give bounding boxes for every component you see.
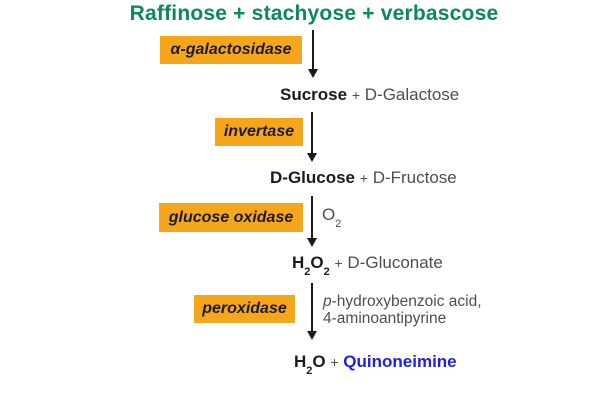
enzyme-box-glucose-oxidase: glucose oxidase	[159, 203, 303, 232]
plus-sign: +	[351, 87, 361, 103]
compound-h2o2: H2O2	[292, 253, 330, 279]
compound-d-glucose: D-Glucose	[270, 168, 356, 187]
enzyme-box-peroxidase: peroxidase	[194, 295, 295, 323]
enzyme-box-invertase: invertase	[215, 118, 303, 146]
compound-row-h2o: H2O + Quinoneimine	[294, 352, 457, 378]
enzyme-label-peroxidase: peroxidase	[202, 300, 287, 317]
compound-h2o: H2O	[294, 352, 326, 378]
compound-row-h2o2: H2O2 + D-Gluconate	[292, 253, 443, 279]
down-arrow-icon	[311, 112, 313, 154]
down-arrow-icon	[311, 283, 313, 332]
compound-quinoneimine: Quinoneimine	[343, 352, 457, 371]
compound-row-d-glucose: D-Glucose + D-Fructose	[270, 168, 457, 188]
pathway-title: Raffinose + stachyose + verbascose	[129, 2, 499, 25]
enzyme-box-alpha-galactosidase: α-galactosidase	[160, 36, 302, 64]
enzyme-label-alpha-galactosidase: α-galactosidase	[170, 41, 292, 58]
compound-d-fructose: D-Fructose	[372, 168, 457, 187]
down-arrow-icon	[312, 30, 314, 70]
cosubstrate-label-o2: O2	[322, 205, 341, 230]
down-arrow-icon	[311, 196, 313, 239]
o2-symbol: O	[322, 205, 336, 224]
compound-d-gluconate: D-Gluconate	[347, 253, 443, 272]
substrate-line-1: p-hydroxybenzoic acid,	[323, 293, 482, 310]
enzyme-label-invertase: invertase	[223, 123, 295, 140]
compound-row-sucrose: Sucrose + D-Galactose	[280, 85, 459, 105]
plus-sign: +	[359, 170, 368, 186]
cosubstrate-label-peroxidase: p-hydroxybenzoic acid, 4-aminoantipyrine	[323, 293, 482, 327]
compound-sucrose: Sucrose	[280, 85, 348, 104]
compound-d-galactose: D-Galactose	[364, 85, 460, 104]
enzyme-label-glucose-oxidase: glucose oxidase	[168, 208, 294, 226]
plus-sign: +	[330, 354, 339, 370]
o2-subscript: 2	[335, 218, 342, 231]
plus-sign: +	[334, 255, 343, 271]
substrate-line-2: 4-aminoantipyrine	[323, 310, 447, 327]
